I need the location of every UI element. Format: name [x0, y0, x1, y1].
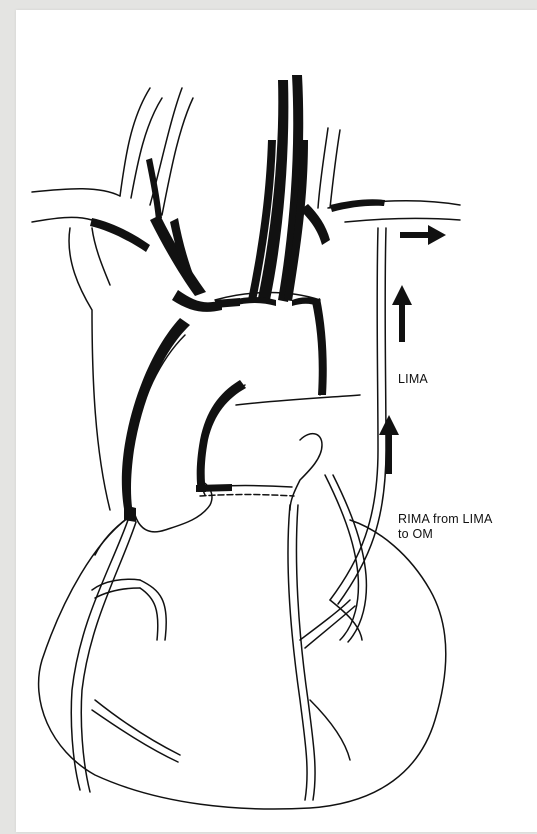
rima-graft-2 — [200, 495, 294, 497]
pulmonary-upper — [236, 395, 360, 405]
svc-inner-right — [92, 228, 110, 285]
pulm-wall — [197, 380, 246, 492]
arrow-right-icon — [400, 225, 446, 245]
right-carotid-inner — [131, 98, 162, 198]
diag-branch-1 — [140, 580, 166, 640]
innominate-vein-bottom — [32, 217, 92, 222]
left-subclavian-wall — [300, 204, 330, 245]
om-branch-a — [300, 600, 350, 640]
subclavian-top-wall — [330, 199, 385, 212]
om-1 — [288, 505, 307, 800]
lima-label: LIMA — [398, 372, 428, 387]
lad-1 — [95, 700, 180, 755]
left-subclavian-bottom — [345, 218, 460, 222]
rima-label-line-2: to OM — [398, 527, 492, 542]
rima-label-line-1: RIMA from LIMA — [398, 512, 492, 527]
aortic-wall-left — [122, 318, 190, 520]
rca-2 — [81, 522, 136, 792]
rca-1 — [71, 520, 128, 790]
heart-outline — [39, 515, 446, 809]
left-vertebral-1 — [318, 128, 328, 208]
lad-2 — [92, 710, 178, 762]
svc-dark-segment — [124, 505, 136, 522]
left-vertebral-2 — [330, 130, 340, 208]
rima-label: RIMA from LIMA to OM — [398, 512, 492, 542]
rima-descend-1 — [325, 475, 358, 640]
om-branch-d — [310, 700, 350, 760]
arrow-up-icon — [379, 415, 399, 474]
diag-branch-2 — [140, 588, 158, 640]
arch-wall-right — [312, 298, 327, 395]
rima-origin-wall — [196, 484, 232, 492]
rca-branch-2 — [95, 588, 140, 598]
arrow-up-icon — [392, 285, 412, 342]
innominate-band — [90, 218, 150, 252]
right-branch-2-inner — [162, 98, 193, 215]
innominate-vein-top — [32, 189, 120, 196]
left-atrium-appendage — [290, 434, 322, 510]
